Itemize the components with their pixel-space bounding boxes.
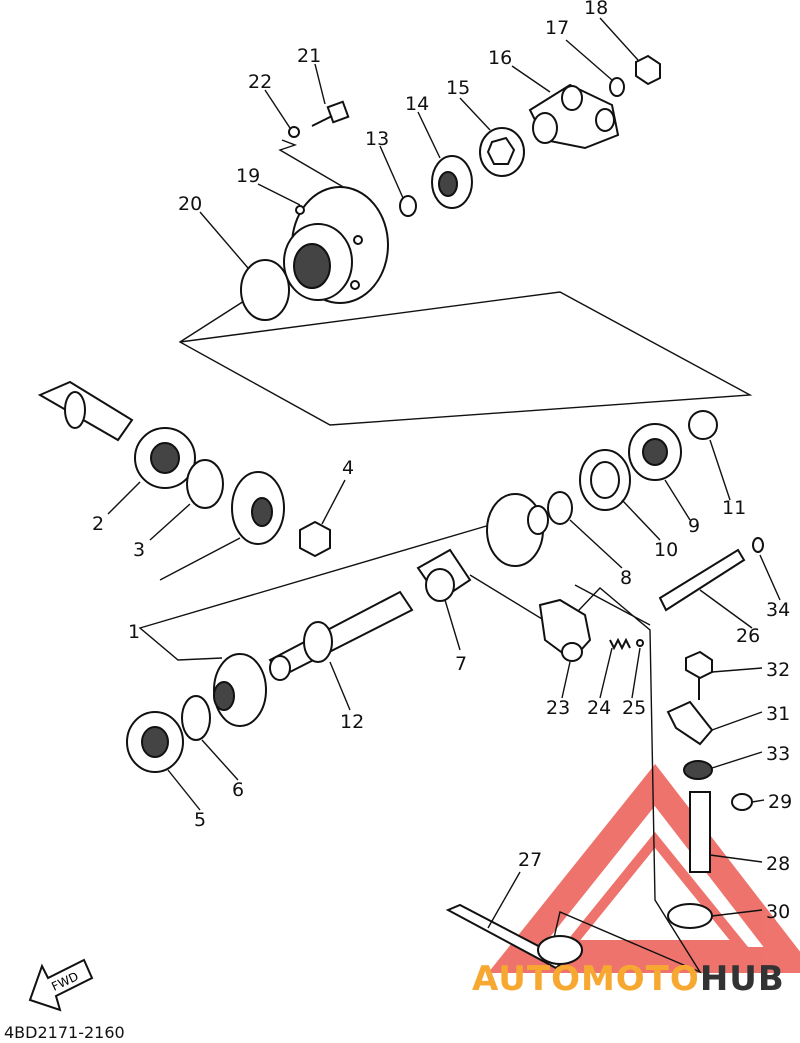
- callout-labels: 1 2 3 4 5 6 7 8 9 10 11 12 13 14 15 16 1…: [92, 0, 792, 923]
- watermark-logo: [487, 763, 800, 973]
- callout-leaders: [107, 17, 781, 929]
- diagram-code: 4BD2171-2160: [4, 1023, 125, 1042]
- callout-26: 26: [736, 625, 760, 647]
- part-8-washer: [547, 491, 573, 525]
- part-20-gasket: [240, 259, 290, 321]
- part-2-bearing: [134, 427, 196, 489]
- callout-12: 12: [340, 711, 364, 733]
- callout-2: 2: [92, 513, 104, 535]
- part-13-washer: [399, 195, 417, 217]
- part-34-o-ring: [752, 537, 764, 553]
- watermark-text: AUTOMOTOHUB: [472, 959, 785, 999]
- part-30-lever: [667, 903, 713, 929]
- callout-25: 25: [622, 697, 646, 719]
- part-32-bolt: [685, 650, 713, 700]
- part-1-gear-bottom: [213, 653, 267, 727]
- part-4-nut: [299, 520, 331, 558]
- callout-32: 32: [766, 659, 790, 681]
- part-14-bearing: [431, 155, 473, 209]
- part-bevel-gear: [486, 493, 549, 567]
- part-33-bearing: [683, 760, 713, 780]
- callout-13: 13: [365, 128, 389, 150]
- callout-17: 17: [545, 17, 569, 39]
- callout-21: 21: [297, 45, 321, 67]
- part-21-bolt: [311, 100, 350, 127]
- part-26-shift-shaft: [658, 548, 746, 612]
- part-7-dog-clutch: [416, 548, 472, 602]
- callout-6: 6: [232, 779, 244, 801]
- callout-23: 23: [546, 697, 570, 719]
- part-10-ring: [579, 449, 631, 511]
- callout-4: 4: [342, 457, 354, 479]
- callout-24: 24: [587, 697, 611, 719]
- part-29-circlip: [731, 793, 753, 811]
- callout-3: 3: [133, 539, 145, 561]
- callout-33: 33: [766, 743, 790, 765]
- callout-22: 22: [248, 71, 272, 93]
- callout-11: 11: [722, 497, 746, 519]
- callout-8: 8: [620, 567, 632, 589]
- part-24-spring: [609, 637, 631, 651]
- part-5-bearing: [126, 711, 184, 773]
- callout-10: 10: [654, 539, 678, 561]
- watermark-triangle: [487, 763, 800, 973]
- callout-27: 27: [518, 849, 542, 871]
- callout-31: 31: [766, 703, 790, 725]
- fwd-arrow-icon: FWD: [28, 958, 94, 1012]
- callout-15: 15: [446, 77, 470, 99]
- callout-19: 19: [236, 165, 260, 187]
- part-1-gear-top: [231, 471, 285, 545]
- part-9-oil-seal: [628, 423, 682, 481]
- part-12-main-shaft: [268, 590, 414, 681]
- part-3-o-ring: [186, 459, 224, 509]
- callout-30: 30: [766, 901, 790, 923]
- part-27-rod: [445, 903, 583, 970]
- part-shaft-input: [37, 380, 134, 442]
- part-31-lever: [666, 700, 714, 746]
- watermark-text-a: AUTOMOTO: [472, 959, 700, 999]
- part-23-shift-fork: [538, 598, 592, 662]
- part-22-washer: [288, 126, 300, 138]
- part-17-washer: [609, 77, 625, 97]
- watermark-text-b: HUB: [700, 959, 785, 999]
- callout-20: 20: [178, 193, 202, 215]
- part-6-shim: [181, 695, 211, 741]
- callout-7: 7: [455, 653, 467, 675]
- callout-29: 29: [768, 791, 792, 813]
- callout-9: 9: [688, 515, 700, 537]
- watermark-triangle-inner: [559, 832, 751, 950]
- part-25-ball: [636, 639, 644, 647]
- callout-14: 14: [405, 93, 429, 115]
- part-11-clip: [688, 410, 718, 440]
- part-15-spacer: [479, 127, 525, 177]
- part-16-yoke: [528, 83, 620, 150]
- callout-28: 28: [766, 853, 790, 875]
- part-28-shaft: [689, 791, 711, 873]
- callout-5: 5: [194, 809, 206, 831]
- part-18-nut: [635, 54, 661, 86]
- callout-34: 34: [766, 599, 790, 621]
- callout-16: 16: [488, 47, 512, 69]
- callout-1: 1: [128, 621, 140, 643]
- callout-18: 18: [584, 0, 608, 19]
- part-19-housing: [283, 186, 389, 304]
